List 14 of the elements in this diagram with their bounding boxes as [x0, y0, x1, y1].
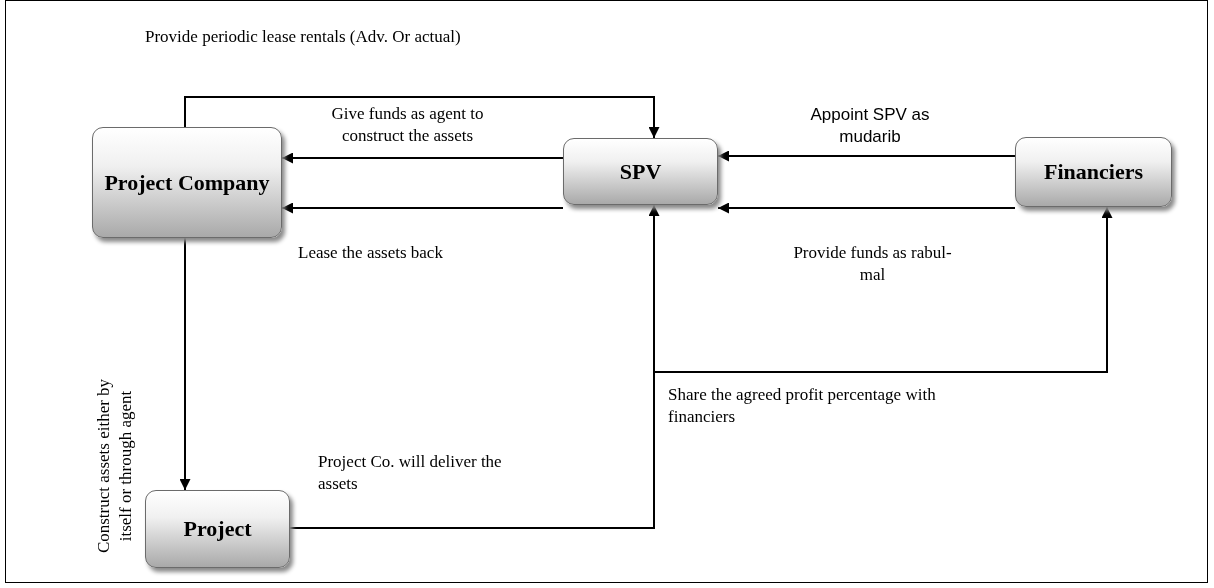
node-label: Project Company — [104, 168, 270, 197]
arrow — [179, 237, 191, 491]
process-box — [1015, 137, 1172, 207]
node-label: SPV — [619, 157, 662, 186]
arrow — [184, 96, 660, 139]
process-box — [145, 490, 290, 568]
process-box — [92, 127, 282, 238]
node-label: Financiers — [1044, 158, 1143, 186]
arrow — [717, 202, 1016, 214]
process-box — [563, 138, 718, 205]
arrow — [717, 150, 1016, 162]
arrow — [281, 152, 564, 164]
arrow — [281, 202, 564, 214]
node-label: Project — [183, 515, 252, 543]
